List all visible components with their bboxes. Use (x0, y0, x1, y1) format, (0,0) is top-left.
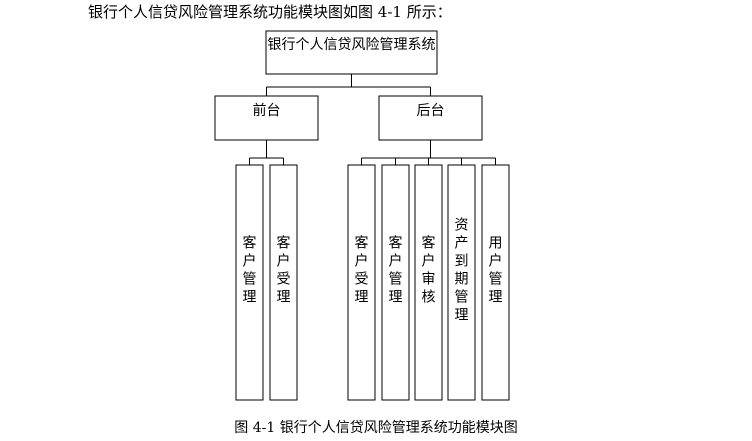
connectors (249, 74, 496, 165)
root-box (265, 30, 438, 75)
root-label: 银行个人信贷风险管理系统 (268, 37, 436, 53)
branch-box-1 (378, 95, 483, 141)
branch-label-1: 后台 (417, 103, 445, 119)
figure-caption: 图 4-1 银行个人信贷风险管理系统功能模块图 (234, 420, 518, 436)
branch-label-0: 前台 (253, 102, 281, 119)
module-box-0-0 (235, 164, 264, 401)
intro-text: 银行个人信贷风险管理系统功能模块图如图 4-1 所示： (88, 3, 452, 21)
module-box-1-0 (347, 164, 376, 401)
branch-box-0 (214, 95, 319, 141)
module-box-1-1 (381, 164, 410, 401)
module-box-0-1 (269, 164, 298, 401)
module-box-1-3 (447, 164, 476, 401)
module-box-1-2 (414, 164, 443, 401)
module-box-1-4 (481, 164, 510, 401)
module-boxes: 银行个人信贷风险管理系统前台客户管理客户受理后台客户受理客户管理客户审核资产到期… (214, 30, 510, 401)
